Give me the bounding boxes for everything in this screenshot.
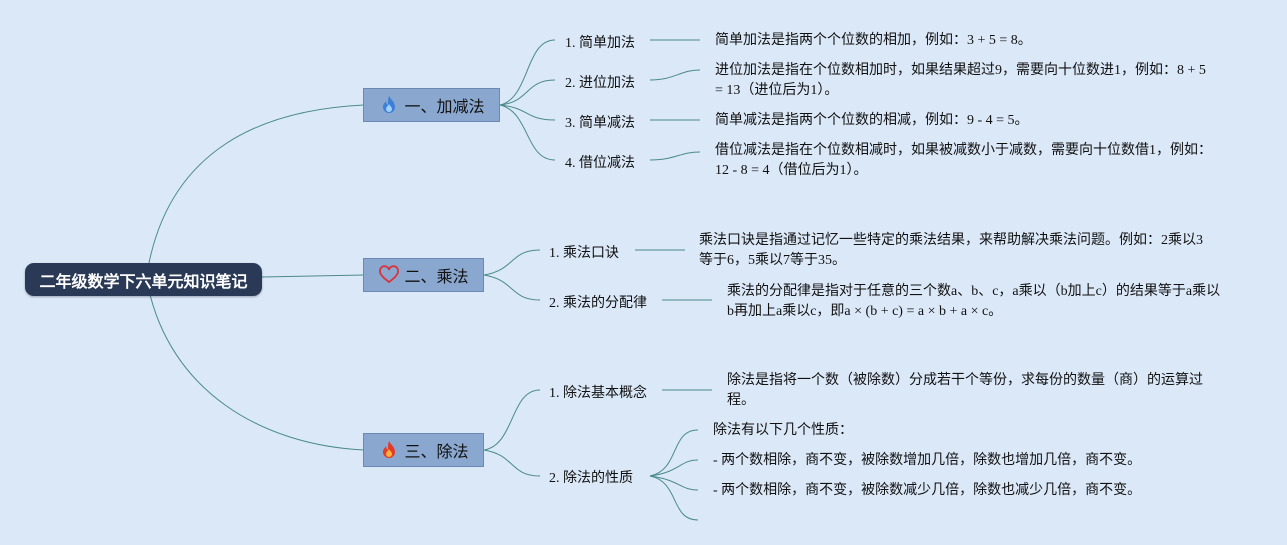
topic-simple-addition[interactable]: 1. 简单加法 — [565, 36, 635, 51]
branch-node-divide[interactable]: 三、除法 — [363, 433, 484, 467]
link-b3-t2 — [483, 449, 541, 477]
link-root-branch-2 — [261, 274, 365, 278]
topic-carry-addition[interactable]: 2. 进位加法 — [565, 76, 635, 91]
link-root-branch-1 — [147, 104, 365, 269]
note-multiplication-table: 乘法口诀是指通过记忆一些特定的乘法结果，来帮助解决乘法问题。例如：2乘以3等于6… — [699, 233, 1203, 268]
topic-multiplication-table[interactable]: 1. 乘法口诀 — [549, 246, 619, 261]
link-b1-t4 — [499, 104, 556, 161]
note-division-concept: 除法是指将一个数（被除数）分成若干个等份，求每份的数量（商）的运算过程。 — [727, 373, 1203, 408]
link-b3t2-p3 — [649, 475, 699, 491]
link-root-branch-3 — [147, 285, 365, 451]
branch-label: 一、加减法 — [404, 97, 485, 116]
link-b2-t1 — [483, 249, 541, 276]
heart-outline-icon — [378, 264, 400, 286]
branch-node-add-subtract[interactable]: 一、加减法 — [363, 88, 500, 122]
topic-division-properties[interactable]: 2. 除法的性质 — [549, 471, 633, 486]
note-simple-addition: 简单加法是指两个个位数的相加，例如：3 + 5 = 8。 — [715, 33, 1032, 48]
topic-simple-subtraction[interactable]: 3. 简单减法 — [565, 116, 635, 131]
note-division-property-2: - 两个数相除，商不变，被除数减少几倍，除数也减少几倍，商不变。 — [713, 483, 1142, 498]
flame-red-icon — [378, 439, 400, 461]
note-division-property-1: - 两个数相除，商不变，被除数增加几倍，除数也增加几倍，商不变。 — [713, 453, 1142, 468]
link-b3-t1 — [483, 389, 541, 451]
flame-blue-icon — [378, 94, 400, 116]
topic-borrow-subtraction[interactable]: 4. 借位减法 — [565, 156, 635, 171]
topic-division-concept[interactable]: 1. 除法基本概念 — [549, 386, 647, 401]
link-t2-note — [649, 69, 701, 81]
branch-label: 二、乘法 — [404, 267, 469, 286]
link-b3t2-p4 — [649, 475, 699, 521]
note-distributive-law: 乘法的分配律是指对于任意的三个数a、b、c，a乘以（b加上c）的结果等于a乘以b… — [727, 284, 1221, 319]
link-b2-t2 — [483, 274, 541, 301]
topic-distributive-law[interactable]: 2. 乘法的分配律 — [549, 296, 647, 311]
link-b1-t2 — [499, 79, 556, 106]
link-b1-t3 — [499, 104, 556, 121]
note-carry-addition: 进位加法是指在个位数相加时，如果结果超过9，需要向十位数进1，例如：8 + 5 … — [715, 63, 1206, 98]
root-node[interactable]: 二年级数学下六单元知识笔记 — [25, 263, 262, 296]
link-t4-note — [649, 151, 701, 161]
link-b1-t1 — [499, 39, 556, 106]
note-borrow-subtraction: 借位减法是指在个位数相减时，如果被减数小于减数，需要向十位数借1，例如：12 -… — [715, 143, 1212, 178]
root-title: 二年级数学下六单元知识笔记 — [39, 271, 248, 291]
note-division-property-heading: 除法有以下几个性质： — [713, 423, 853, 438]
note-simple-subtraction: 简单减法是指两个个位数的相减，例如：9 - 4 = 5。 — [715, 113, 1029, 128]
branch-node-multiply[interactable]: 二、乘法 — [363, 258, 484, 292]
link-b3t2-p1 — [649, 429, 699, 477]
link-b3t2-p2 — [649, 459, 699, 477]
branch-label: 三、除法 — [404, 442, 469, 461]
